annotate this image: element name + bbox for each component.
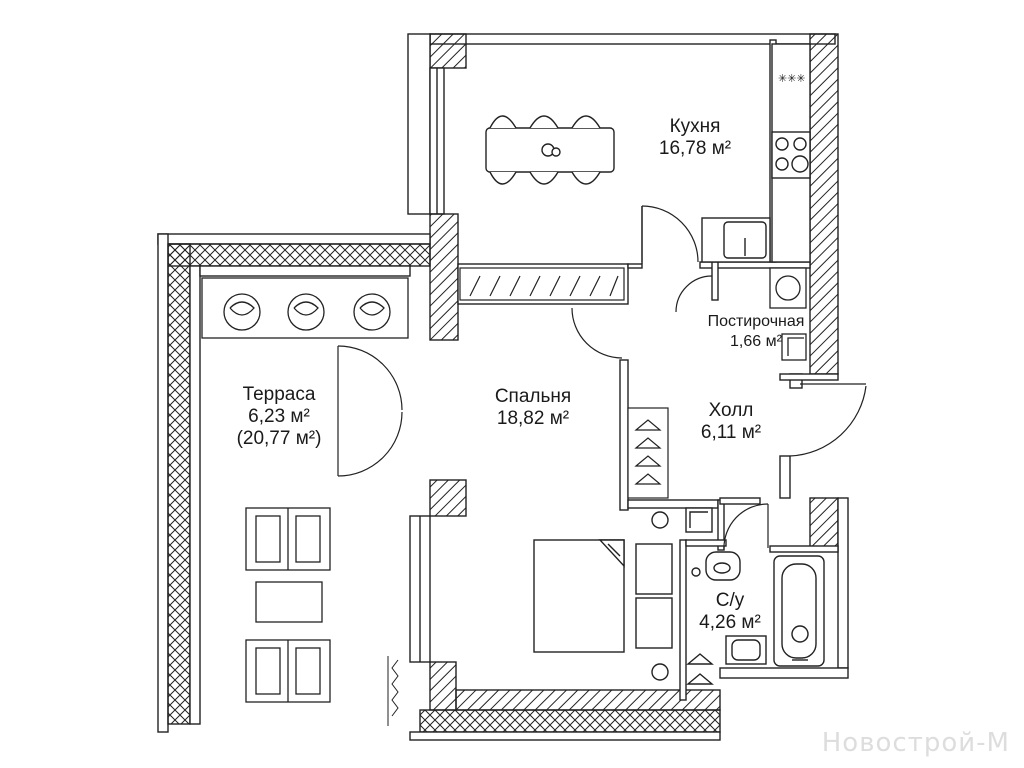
window-detail	[387, 656, 399, 726]
exterior-walls	[157, 33, 849, 741]
kitchen-area: 16,78 м²	[658, 138, 732, 159]
terrace-area: 6,23 м²	[248, 406, 310, 427]
laundry-area: 1,66 м²	[730, 333, 782, 350]
laundry-label: Постирочная 1,66 м²	[694, 312, 818, 352]
bathroom-fixtures	[691, 551, 825, 667]
bedroom-label: Спальня 18,82 м²	[468, 386, 598, 430]
terrace-area-full: (20,77 м²)	[236, 428, 322, 449]
watermark: Новострой-М	[821, 728, 1010, 758]
terrace-label: Терраса 6,23 м² (20,77 м²)	[214, 384, 344, 450]
laundry-fixtures	[769, 267, 807, 361]
svg-text:✳✳✳: ✳✳✳	[778, 72, 806, 85]
kitchen-name: Кухня	[669, 116, 721, 137]
bathroom-area: 4,26 м²	[699, 612, 761, 633]
terrace-furniture	[201, 277, 409, 703]
hall-area: 6,11 м²	[700, 422, 762, 443]
hall-name: Холл	[708, 400, 754, 421]
bedroom-furniture	[533, 507, 714, 685]
bathroom-label: С/у 4,26 м²	[684, 590, 776, 634]
wardrobe-strip	[459, 267, 625, 301]
terrace-name: Терраса	[242, 384, 316, 405]
kitchen-label: Кухня 16,78 м²	[640, 116, 750, 160]
bedroom-area: 18,82 м²	[496, 408, 570, 429]
laundry-name: Постирочная	[707, 313, 805, 330]
doors	[337, 205, 867, 551]
bathroom-name: С/у	[715, 590, 745, 611]
hall-label: Холл 6,11 м²	[676, 400, 786, 444]
hall-closet	[627, 407, 669, 499]
bedroom-name: Спальня	[494, 386, 572, 407]
kitchen-furniture: ✳✳✳	[485, 43, 811, 263]
